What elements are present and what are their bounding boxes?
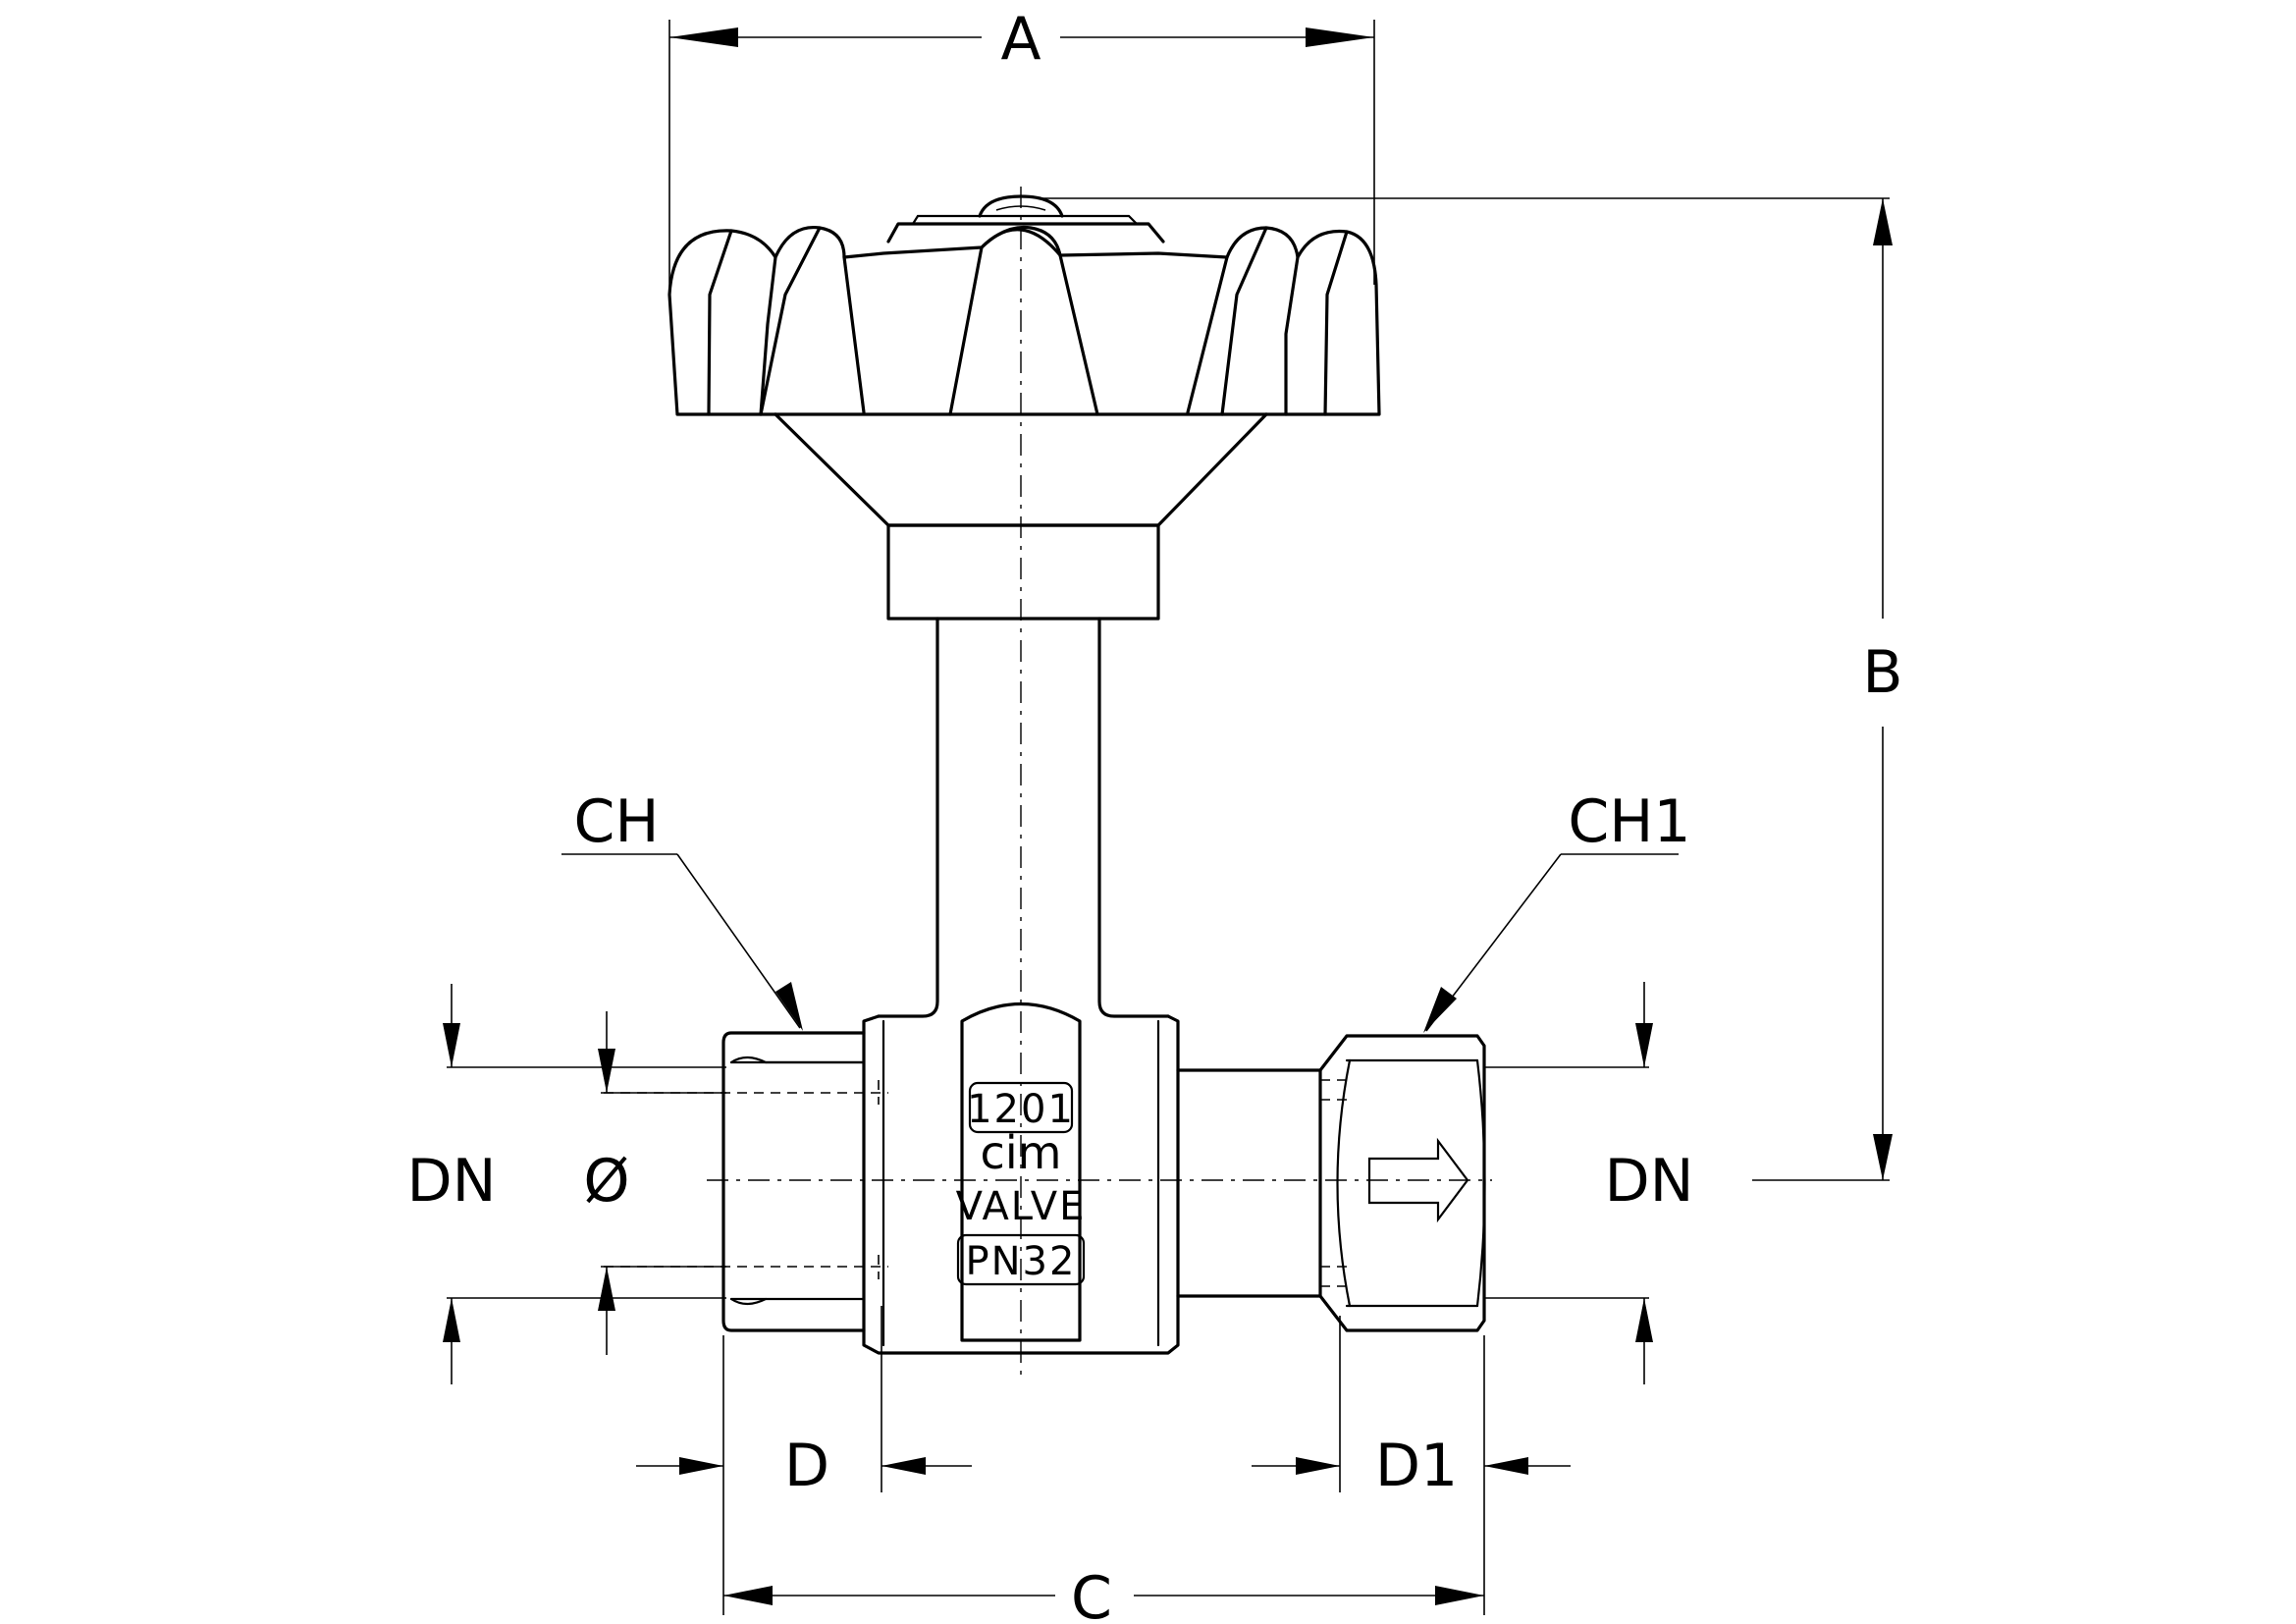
- brand-marking: cim: [981, 1126, 1062, 1179]
- dimension-dn-right: DN: [1484, 982, 1694, 1384]
- dimension-a: A: [668, 5, 1375, 290]
- valve-stem: [877, 617, 1170, 1342]
- label-c: C: [1071, 1564, 1112, 1624]
- flow-direction-arrow: [1367, 1137, 1469, 1223]
- label-b: B: [1862, 638, 1902, 707]
- label-dn-right: DN: [1604, 1147, 1693, 1216]
- label-dn-left: DN: [406, 1147, 496, 1216]
- right-union-end: [1176, 1034, 1486, 1332]
- pressure-marking: PN32: [966, 1239, 1077, 1284]
- model-marking: 1201: [967, 1087, 1075, 1132]
- label-ch1: CH1: [1568, 787, 1690, 856]
- label-a: A: [1000, 5, 1041, 74]
- dimension-d1: D1: [1252, 1316, 1571, 1500]
- dimension-b: B: [1041, 197, 1903, 1181]
- handwheel: [667, 194, 1381, 621]
- dimension-bore: Ø: [583, 1011, 726, 1355]
- label-d1: D1: [1375, 1432, 1458, 1500]
- dimension-dn-left: DN: [406, 984, 726, 1384]
- label-bore: Ø: [583, 1147, 629, 1216]
- label-d: D: [784, 1432, 829, 1500]
- leader-ch1: CH1: [1423, 787, 1691, 1033]
- valve-body: [862, 1014, 1180, 1355]
- left-hex-end: [604, 1031, 888, 1332]
- body-markings: 1201 cim VALVE PN32: [956, 1081, 1087, 1286]
- valve-marking: VALVE: [956, 1184, 1087, 1229]
- dimension-c: C: [722, 1335, 1485, 1624]
- dimension-d: D: [636, 1306, 972, 1500]
- leader-ch: CH: [561, 787, 803, 1031]
- label-ch: CH: [573, 787, 659, 856]
